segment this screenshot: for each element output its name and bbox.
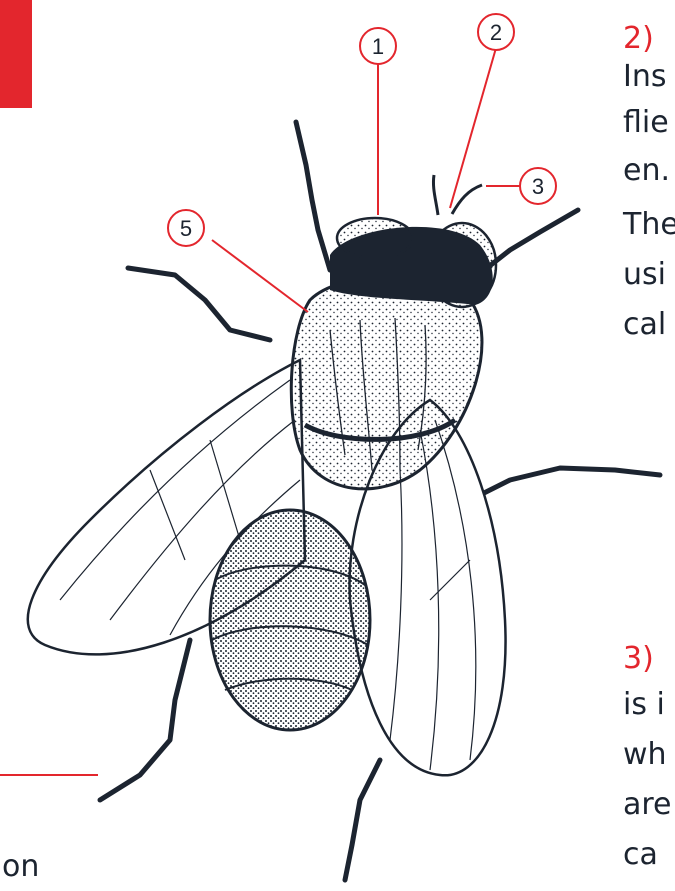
leg-rear-left — [100, 640, 190, 800]
callout-1: 1 — [360, 28, 396, 64]
section-3-line: wh — [623, 736, 667, 774]
section-2-heading: 2) — [623, 20, 654, 58]
section-3-line: are — [623, 786, 672, 824]
section-2-line: flie — [623, 104, 669, 142]
callout-3: 3 — [520, 168, 556, 204]
callout-2-label: 2 — [490, 20, 502, 45]
leg-rear-mid — [345, 760, 380, 880]
section-3-line: is i — [623, 686, 665, 724]
callout-3-label: 3 — [532, 174, 544, 199]
leg-mid-left — [128, 268, 270, 340]
section-2-line: The — [623, 206, 675, 244]
fly-abdomen — [210, 510, 370, 730]
callout-2: 2 — [478, 14, 514, 50]
callout-5-label: 5 — [180, 216, 192, 241]
section-2-line: usi — [623, 256, 666, 294]
callout-1-label: 1 — [372, 34, 384, 59]
leader-2 — [450, 48, 496, 208]
section-2-line: cal — [623, 306, 666, 344]
callout-5: 5 — [168, 210, 204, 246]
leg-front-left — [296, 122, 330, 270]
section-3-heading: 3) — [623, 640, 654, 678]
leg-mid-right — [470, 468, 660, 500]
leader-5 — [212, 240, 308, 312]
section-2-line: Ins — [623, 58, 667, 96]
section-2-line: en. — [623, 152, 670, 190]
fly-head — [330, 218, 496, 307]
right-compound-eye — [428, 223, 496, 307]
bottom-left-text-fragment: on — [2, 848, 39, 886]
section-3-line: ca — [623, 836, 658, 874]
left-compound-eye — [337, 218, 413, 258]
